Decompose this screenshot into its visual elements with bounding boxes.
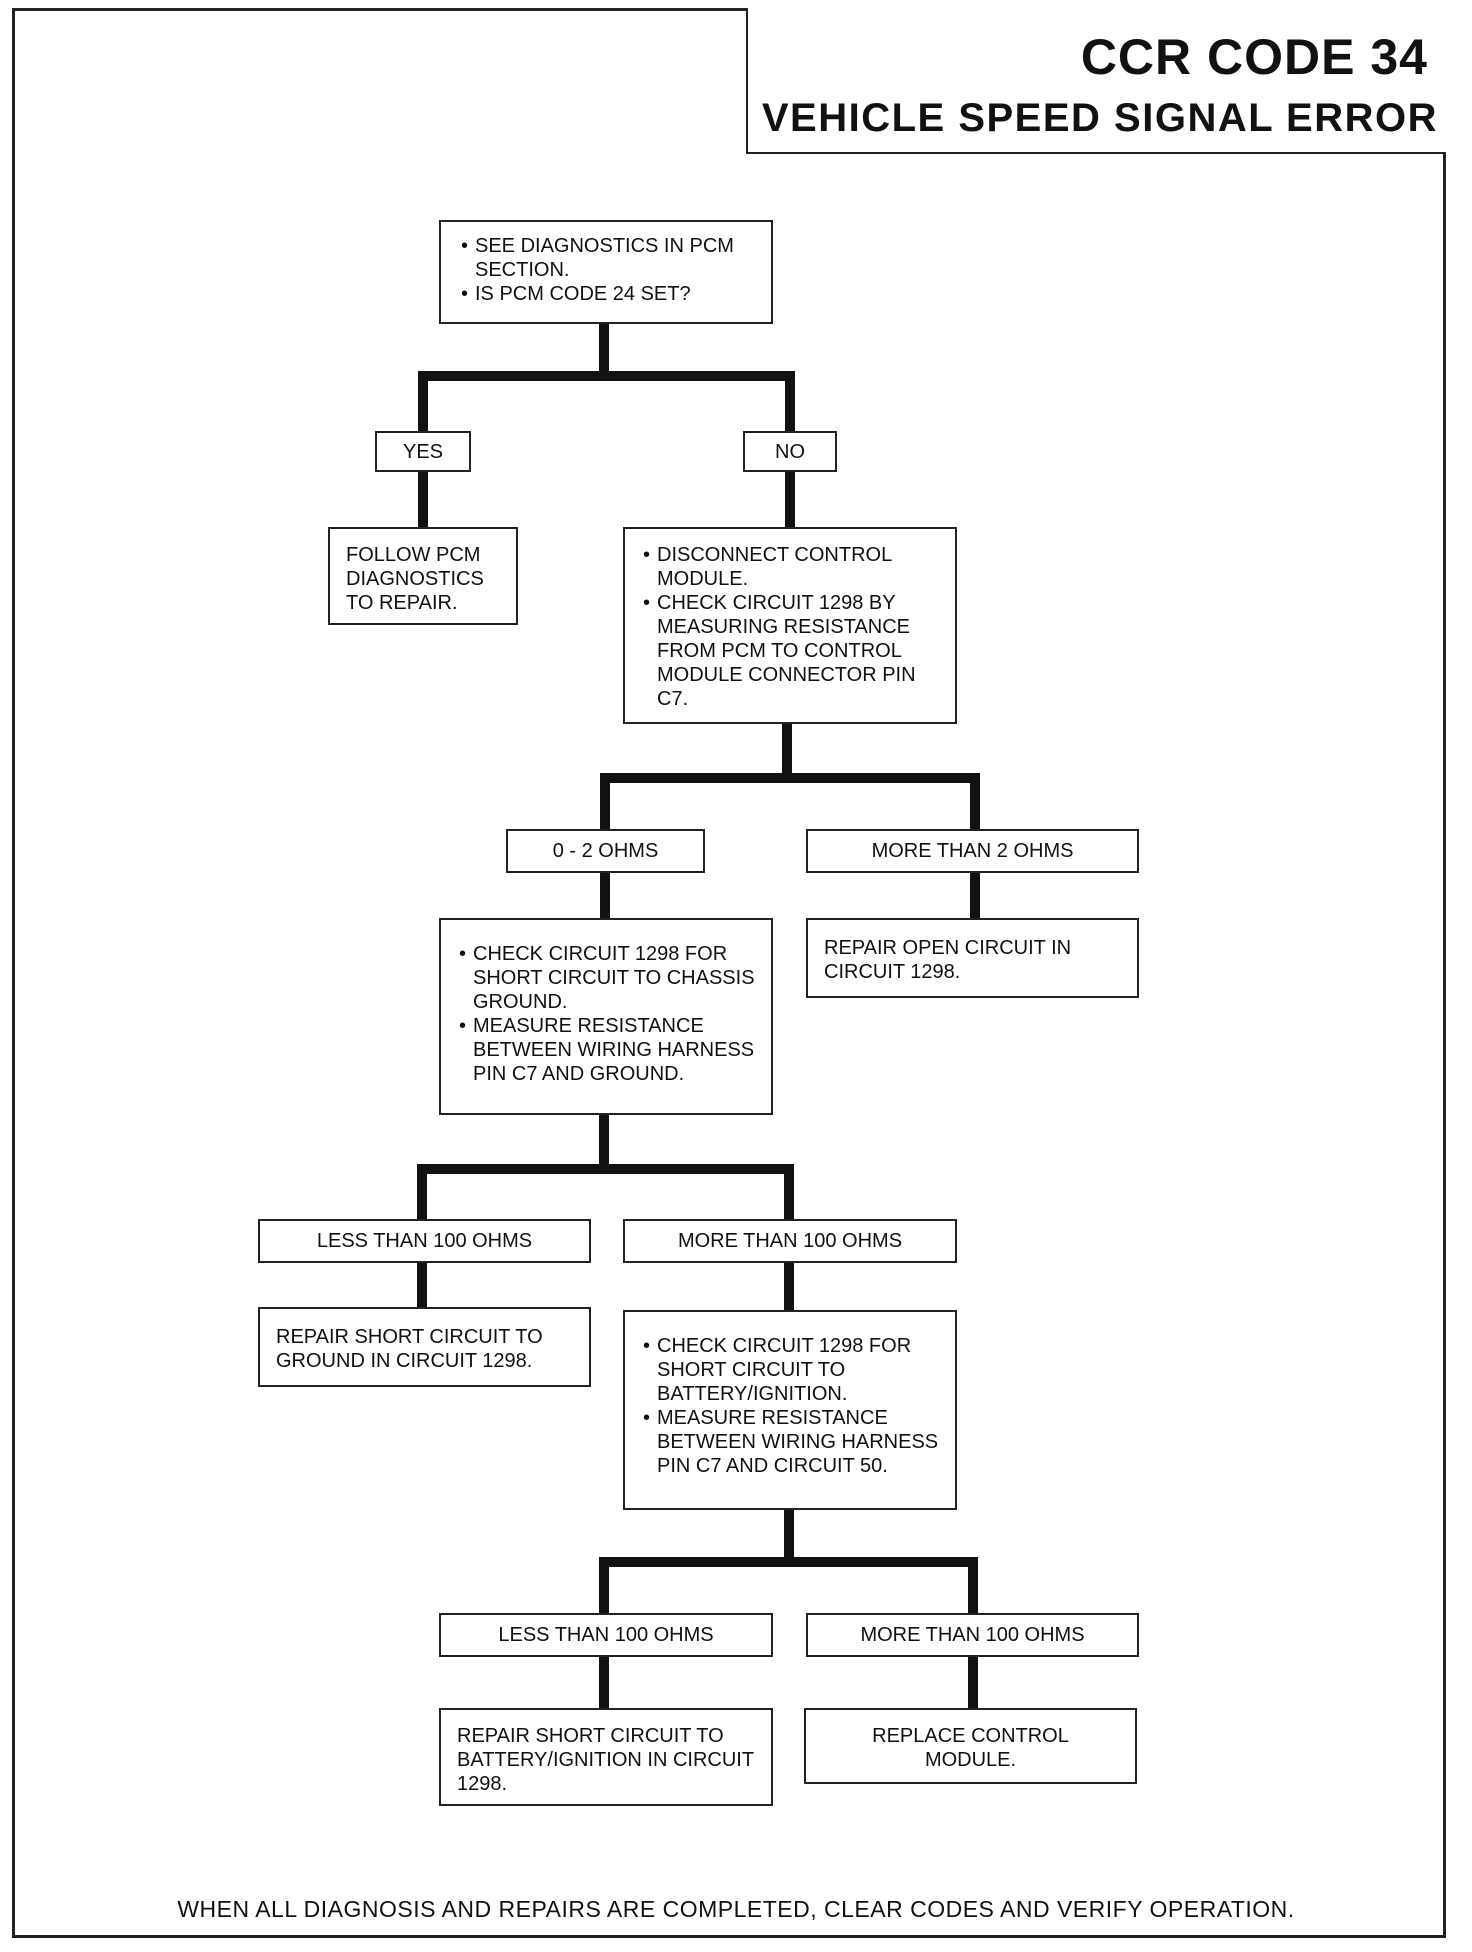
connector: [784, 1262, 794, 1312]
connector: [600, 773, 980, 783]
repair-short-ground-box: REPAIR SHORT CIRCUIT TO GROUND IN CIRCUI…: [258, 1307, 591, 1387]
connector: [782, 722, 792, 780]
code-title: CCR CODE 34: [1080, 29, 1428, 85]
connector: [417, 1169, 427, 1221]
disconnect-bullet-1: DISCONNECT CONTROL MODULE.: [643, 543, 941, 591]
connector: [970, 872, 980, 920]
footer-instruction: WHEN ALL DIAGNOSIS AND REPAIRS ARE COMPL…: [177, 1896, 1295, 1922]
code-subtitle: VEHICLE SPEED SIGNAL ERROR: [761, 96, 1438, 140]
connector: [599, 1113, 609, 1171]
connector: [970, 778, 980, 830]
connector: [599, 1562, 609, 1614]
check-ground-box: CHECK CIRCUIT 1298 FOR SHORT CIRCUIT TO …: [439, 918, 773, 1115]
repair-short-battery-box: REPAIR SHORT CIRCUIT TO BATTERY/IGNITION…: [439, 1708, 773, 1806]
connector: [418, 470, 428, 528]
connector: [784, 1508, 794, 1564]
yes-branch-label: YES: [375, 431, 471, 472]
connector: [418, 371, 795, 381]
ground-bullet-2: MEASURE RESISTANCE BETWEEN WIRING HARNES…: [459, 1014, 757, 1086]
connector: [968, 1656, 978, 1710]
connector: [785, 376, 795, 432]
replace-module-box: REPLACE CONTROL MODULE.: [804, 1708, 1137, 1784]
ground-bullet-1: CHECK CIRCUIT 1298 FOR SHORT CIRCUIT TO …: [459, 942, 757, 1014]
connector: [599, 1557, 978, 1567]
less-100-ohms-label-a: LESS THAN 100 OHMS: [258, 1219, 591, 1263]
connector: [968, 1562, 978, 1614]
connector: [785, 470, 795, 528]
less-100-ohms-label-b: LESS THAN 100 OHMS: [439, 1613, 773, 1657]
connector: [600, 872, 610, 920]
more-than-2-ohms-label: MORE THAN 2 OHMS: [806, 829, 1139, 873]
connector: [600, 778, 610, 830]
disconnect-bullet-2: CHECK CIRCUIT 1298 BY MEASURING RESISTAN…: [643, 591, 941, 711]
connector: [417, 1262, 427, 1308]
start-question-box: SEE DIAGNOSTICS IN PCM SECTION. IS PCM C…: [439, 220, 773, 324]
no-branch-label: NO: [743, 431, 837, 472]
connector: [418, 376, 428, 432]
connector: [417, 1164, 794, 1174]
battery-bullet-2: MEASURE RESISTANCE BETWEEN WIRING HARNES…: [643, 1406, 941, 1478]
start-bullet-1: SEE DIAGNOSTICS IN PCM SECTION.: [461, 234, 755, 282]
repair-open-box: REPAIR OPEN CIRCUIT IN CIRCUIT 1298.: [806, 918, 1139, 998]
connector: [784, 1169, 794, 1221]
connector: [599, 1656, 609, 1710]
title-box: CCR CODE 34 VEHICLE SPEED SIGNAL ERROR: [746, 8, 1446, 154]
check-battery-box: CHECK CIRCUIT 1298 FOR SHORT CIRCUIT TO …: [623, 1310, 957, 1510]
ohms-0-2-label: 0 - 2 OHMS: [506, 829, 705, 873]
connector: [599, 323, 609, 377]
battery-bullet-1: CHECK CIRCUIT 1298 FOR SHORT CIRCUIT TO …: [643, 1334, 941, 1406]
start-bullet-2: IS PCM CODE 24 SET?: [461, 282, 755, 306]
follow-pcm-box: FOLLOW PCM DIAGNOSTICS TO REPAIR.: [328, 527, 518, 625]
disconnect-module-box: DISCONNECT CONTROL MODULE. CHECK CIRCUIT…: [623, 527, 957, 724]
more-100-ohms-label-b: MORE THAN 100 OHMS: [806, 1613, 1139, 1657]
more-100-ohms-label-a: MORE THAN 100 OHMS: [623, 1219, 957, 1263]
page-frame: [12, 8, 1446, 1938]
